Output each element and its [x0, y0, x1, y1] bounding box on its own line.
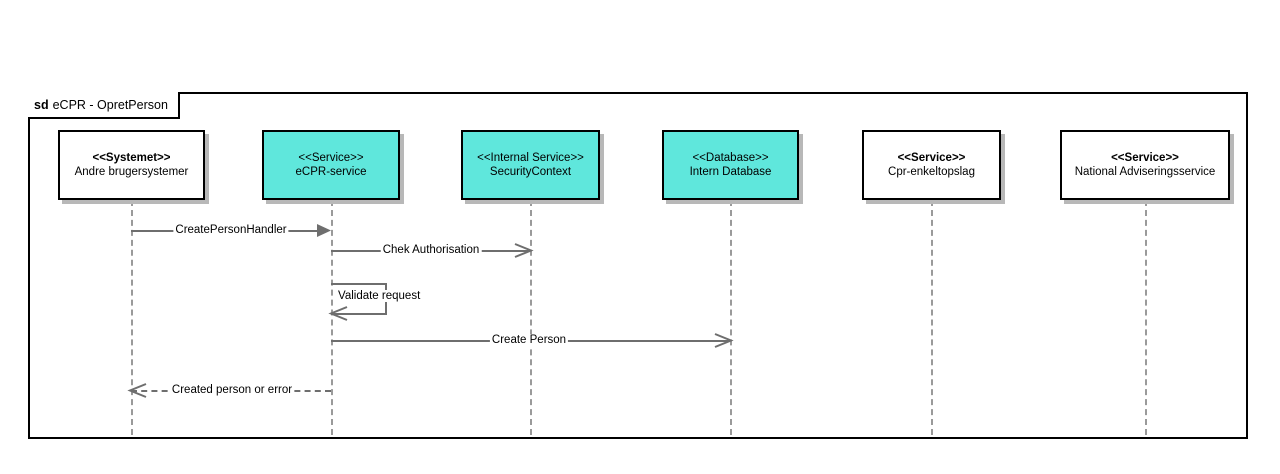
lifeline-box: <<Internal Service>> SecurityContext — [461, 130, 600, 200]
message-label: Validate request — [336, 290, 423, 302]
lifeline-box: <<Systemet>> Andre brugersystemer — [58, 130, 205, 200]
lifeline-name: eCPR-service — [295, 166, 367, 178]
lifeline-stem-ecpr-service — [331, 200, 333, 435]
lifeline-name: Andre brugersystemer — [74, 166, 189, 178]
frame-title: eCPR - OpretPerson — [52, 97, 168, 112]
message-validate-request[interactable]: Validate request — [328, 283, 423, 321]
message-chek-authorisation[interactable]: Chek Authorisation — [331, 243, 534, 258]
lifeline-stereotype: <<Internal Service>> — [477, 151, 584, 164]
lifeline-stereotype: <<Service>> — [1111, 151, 1179, 164]
lifeline-name: National Adviseringsservice — [1074, 166, 1216, 178]
message-created-person-or-error[interactable]: Created person or error — [127, 383, 331, 398]
frame-keyword: sd — [34, 97, 49, 112]
lifeline-stem-national-adviseringsservice — [1145, 200, 1147, 435]
arrowhead-open-left — [127, 383, 147, 398]
message-label: CreatePersonHandler — [173, 224, 289, 236]
lifeline-stem-cpr-enkeltopslag — [931, 200, 933, 435]
message-label: Created person or error — [169, 384, 295, 396]
lifeline-box: <<Service>> National Adviseringsservice — [1060, 130, 1230, 200]
lifeline-box: <<Service>> Cpr-enkeltopslag — [862, 130, 1001, 200]
lifeline-stereotype: <<Database>> — [692, 151, 769, 164]
arrowhead-open-right — [514, 243, 534, 258]
lifeline-stereotype: <<Service>> — [298, 151, 364, 164]
lifeline-stereotype: <<Service>> — [897, 151, 966, 164]
arrowhead-open-left — [328, 306, 348, 321]
lifeline-head-cpr-enkeltopslag[interactable]: <<Service>> Cpr-enkeltopslag — [862, 130, 1005, 204]
lifeline-head-ecpr-service[interactable]: <<Service>> eCPR-service — [262, 130, 404, 204]
self-message-top-segment — [331, 283, 387, 285]
lifeline-name: SecurityContext — [489, 166, 572, 178]
message-label: Chek Authorisation — [380, 244, 482, 256]
lifeline-name: Intern Database — [689, 166, 772, 178]
lifeline-stem-andre-brugersystemer — [131, 200, 133, 435]
sequence-frame — [28, 92, 1248, 439]
lifeline-head-intern-database[interactable]: <<Database>> Intern Database — [662, 130, 803, 204]
lifeline-name: Cpr-enkeltopslag — [888, 166, 975, 178]
lifeline-head-national-adviseringsservice[interactable]: <<Service>> National Adviseringsservice — [1060, 130, 1234, 204]
arrowhead-filled-right — [317, 224, 331, 237]
lifeline-stem-intern-database — [730, 200, 732, 435]
self-message-bottom-segment — [331, 313, 387, 315]
lifeline-stereotype: <<Systemet>> — [92, 151, 171, 164]
message-create-person-handler[interactable]: CreatePersonHandler — [131, 224, 331, 237]
lifeline-box: <<Service>> eCPR-service — [262, 130, 400, 200]
lifeline-stem-securitycontext — [530, 200, 532, 435]
lifeline-head-securitycontext[interactable]: <<Internal Service>> SecurityContext — [461, 130, 604, 204]
arrowhead-open-right — [714, 333, 734, 348]
lifeline-head-andre-brugersystemer[interactable]: <<Systemet>> Andre brugersystemer — [58, 130, 209, 204]
message-create-person[interactable]: Create Person — [331, 333, 734, 348]
message-label: Create Person — [489, 334, 569, 346]
lifeline-box: <<Database>> Intern Database — [662, 130, 799, 200]
sequence-frame-label: sd eCPR - OpretPerson — [28, 92, 180, 119]
